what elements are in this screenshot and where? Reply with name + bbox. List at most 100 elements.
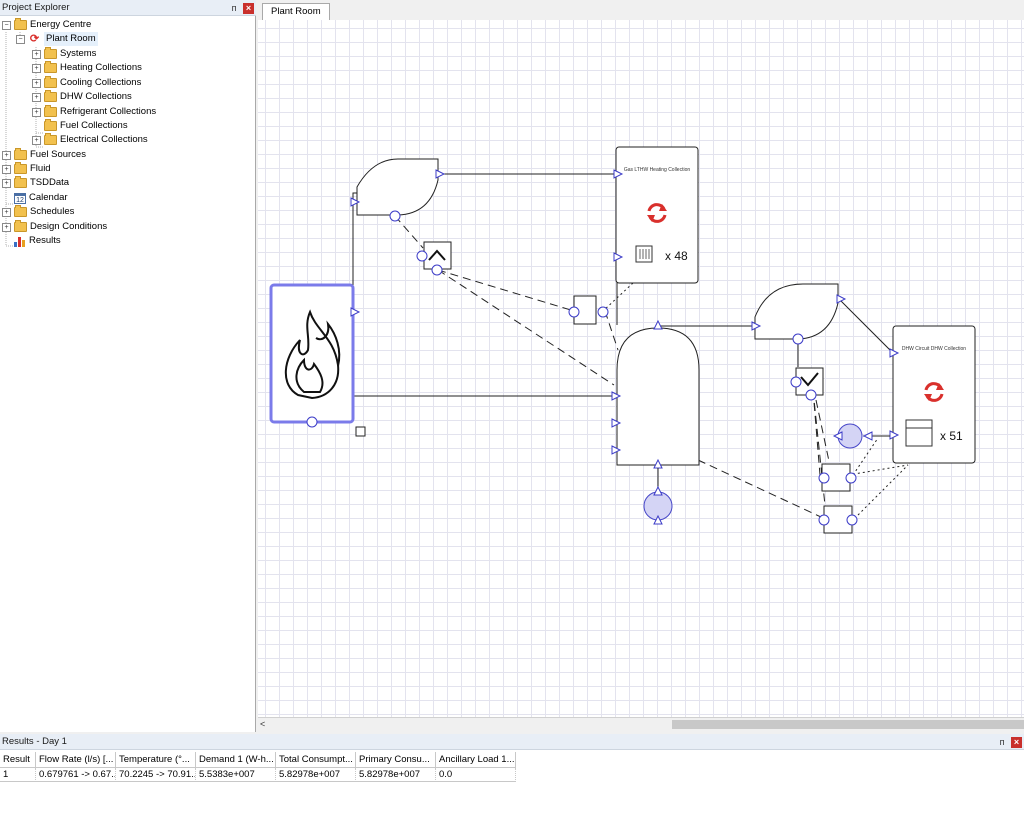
tree-item-label: Systems [60,48,97,59]
tree-item-systems[interactable]: + Systems [32,47,96,61]
tree-item-schedules[interactable]: + Schedules [2,205,74,219]
tree-item-label: Refrigerant Collections [60,106,157,117]
scroll-left-icon[interactable]: < [260,719,266,729]
folder-icon [14,162,27,174]
collapse-icon[interactable]: − [16,34,25,44]
tree-item-fuel-sources[interactable]: + Fuel Sources [2,148,86,162]
pump-bottom[interactable] [643,468,673,525]
tree-item-electrical-collections[interactable]: + Electrical Collections [32,133,148,147]
table-cell[interactable]: 5.82978e+007 [276,768,356,782]
table-cell[interactable]: 5.82978e+007 [356,768,436,782]
sensor-box-right-lower[interactable] [818,505,858,534]
tree-item-refrigerant-collections[interactable]: + Refrigerant Collections [32,105,156,119]
expand-icon[interactable]: + [32,78,41,88]
table-cell[interactable]: 0.679761 -> 0.67... [36,768,116,782]
refresh-icon [647,203,667,223]
table-cell[interactable]: 5.5383e+007 [196,768,276,782]
expand-icon[interactable]: + [2,222,11,232]
folder-icon [44,90,57,102]
horizontal-scrollbar[interactable]: < [258,717,1024,731]
refresh-icon: ⟳ [29,33,40,45]
tree-item-label: Plant Room [44,32,98,46]
heating-collection-count: x 48 [665,249,688,263]
folder-icon [14,176,27,188]
project-explorer-title: Project Explorer [2,2,70,13]
expand-icon[interactable]: + [32,135,41,145]
calendar-icon: 12 [14,192,26,204]
tab-plant-room[interactable]: Plant Room [262,3,330,21]
tree-item-label: Heating Collections [60,62,142,73]
chart-icon [14,236,26,247]
dhw-collection-title: DHW Circuit DHW Collection [902,346,966,352]
results-table: Result Flow Rate (l/s) [... Temperature … [0,750,1024,825]
plant-room-canvas[interactable]: Gas LTHW Heating Collection x 48 [258,20,1024,717]
sensor-box-mid[interactable] [568,295,609,325]
column-header[interactable]: Ancillary Load 1... [436,752,516,768]
tree-item-calendar[interactable]: 12 Calendar [2,191,68,205]
expand-icon[interactable]: + [2,207,11,217]
folder-icon [44,61,57,73]
tree-item-dhw-collections[interactable]: + DHW Collections [32,90,132,104]
table-cell[interactable]: 1 [0,768,36,782]
folder-icon [44,76,57,88]
dhw-collection-count: x 51 [940,429,963,443]
expand-icon[interactable]: + [2,178,11,188]
header-vessel-node[interactable] [611,320,700,469]
table-cell[interactable]: 70.2245 -> 70.91... [116,768,196,782]
column-header[interactable]: Demand 1 (W-h... [196,752,276,768]
results-header: Results - Day 1 ᴨ × [0,734,1024,750]
table-cell[interactable]: 0.0 [436,768,516,782]
pump-right[interactable] [832,423,890,449]
folder-icon [44,119,57,131]
column-header[interactable]: Total Consumpt... [276,752,356,768]
tree-item-label: Cooling Collections [60,77,142,88]
document-tab-bar: Plant Room [258,0,1024,21]
expand-icon[interactable]: + [32,107,41,117]
controller-up[interactable] [416,241,452,276]
schematic-diagram: Gas LTHW Heating Collection x 48 [269,146,976,534]
column-header[interactable]: Result [0,752,36,768]
tree-item-label: Results [29,235,61,246]
column-header[interactable]: Flow Rate (l/s) [... [36,752,116,768]
column-header[interactable]: Primary Consu... [356,752,436,768]
column-header[interactable]: Temperature (°... [116,752,196,768]
tree-item-results[interactable]: Results [2,234,61,248]
tree-item-heating-collections[interactable]: + Heating Collections [32,61,142,75]
collapse-icon[interactable]: − [2,20,11,30]
heating-collection-node[interactable]: Gas LTHW Heating Collection x 48 [613,146,699,284]
close-icon[interactable]: × [1011,736,1022,748]
expand-icon[interactable]: + [32,63,41,73]
tree-item-label: Calendar [29,192,68,203]
tree-item-fluid[interactable]: + Fluid [2,162,51,176]
folder-icon [44,47,57,59]
tree-item-fuel-collections[interactable]: Fuel Collections [32,119,128,133]
scroll-thumb[interactable] [672,720,1024,729]
tree-item-label: Fuel Sources [30,149,86,160]
tree-item-cooling-collections[interactable]: + Cooling Collections [32,76,141,90]
expand-icon[interactable]: + [32,92,41,102]
pin-icon[interactable]: ᴨ [231,3,237,13]
signal-links [602,282,909,516]
tree-item-energy-centre[interactable]: − Energy Centre [2,18,91,32]
flame-icon [284,309,341,400]
dhw-collection-node[interactable]: DHW Circuit DHW Collection x 51 [889,325,976,464]
boiler-node[interactable] [269,283,360,428]
sensor-box-right-upper[interactable] [818,463,857,492]
close-icon[interactable]: × [243,2,254,14]
splitter-valve-top[interactable] [350,158,445,222]
expand-icon[interactable]: + [2,150,11,160]
tree-item-plant-room[interactable]: − ⟳ Plant Room [16,32,98,46]
tree-item-tsddata[interactable]: + TSDData [2,176,69,190]
folder-icon [44,105,57,117]
tree-item-label: Electrical Collections [60,134,148,145]
heating-collection-title: Gas LTHW Heating Collection [624,167,691,173]
expand-icon[interactable]: + [32,49,41,59]
pin-icon[interactable]: ᴨ [999,737,1005,747]
tree-item-label: TSDData [30,177,70,188]
boiler-corner-handle[interactable] [355,426,366,437]
expand-icon[interactable]: + [2,164,11,174]
controller-down[interactable] [790,367,824,401]
splitter-valve-right[interactable] [751,283,846,345]
radiator-icon [635,245,653,263]
tree-item-design-conditions[interactable]: + Design Conditions [2,220,107,234]
